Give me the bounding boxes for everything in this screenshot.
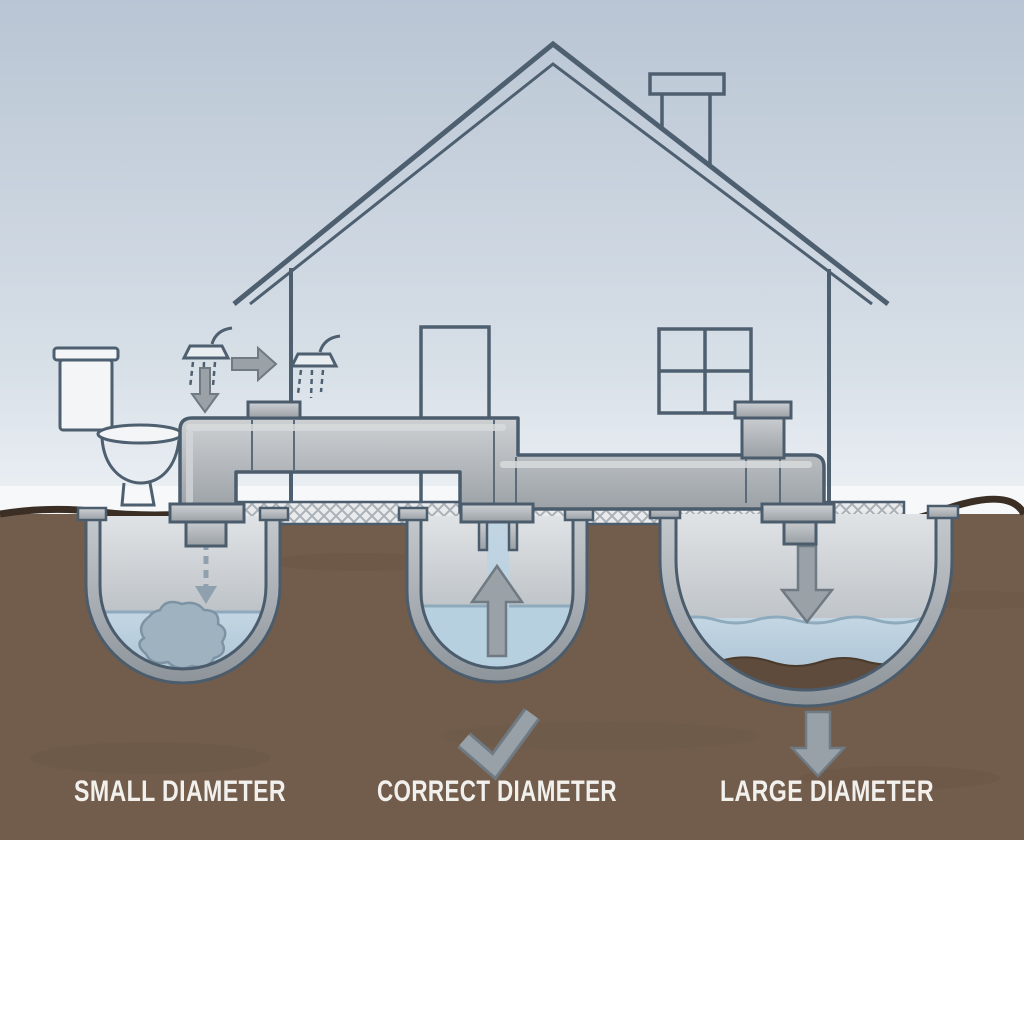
- down-arrow-icon-below: [789, 710, 847, 778]
- left-drop: [168, 502, 246, 548]
- pipe-cleanout-collar: [733, 400, 793, 420]
- checkmark-icon: [457, 708, 541, 781]
- label-small-diameter: SMALL DIAMETER: [74, 775, 286, 808]
- basin-large-diameter: [648, 504, 960, 708]
- shower-arm: [318, 334, 341, 353]
- pipe-highlight-left: [186, 430, 193, 504]
- water-surface-line: [676, 615, 936, 625]
- down-arrow-icon-inside: [779, 544, 835, 625]
- up-arrow-icon: [469, 563, 525, 658]
- toilet-tank: [58, 358, 114, 432]
- bottom-white-band: [0, 840, 1024, 1024]
- basin-wall: [405, 514, 589, 684]
- basin-rim-left: [76, 506, 108, 522]
- toilet-seat: [96, 423, 184, 445]
- right-drop: [760, 502, 836, 546]
- roof-inner-line: [249, 62, 873, 306]
- basin-correct-diameter: [397, 506, 595, 684]
- chimney: [648, 72, 726, 166]
- pipe-highlight-lower: [500, 461, 812, 468]
- chimney-body: [660, 94, 712, 166]
- shower-icon-2: [289, 334, 341, 399]
- pipe-highlight-upper: [186, 424, 506, 431]
- basin-rim-right: [926, 504, 960, 520]
- drop-stub-wall: [507, 518, 519, 552]
- sludge-blob: [138, 600, 227, 669]
- roof-outer-line: [232, 40, 890, 306]
- shower-drips: [188, 361, 217, 393]
- label-correct-diameter: CORRECT DIAMETER: [377, 775, 617, 808]
- pipe-collar-shower: [246, 400, 302, 420]
- shower-icon-1: [181, 326, 233, 393]
- shower-drips: [296, 369, 325, 399]
- window: [657, 327, 753, 415]
- drop-stub-wall: [477, 518, 489, 552]
- drop-flange: [760, 502, 836, 524]
- shower-arm: [210, 326, 233, 345]
- basin-wall: [84, 514, 282, 685]
- right-arrow-icon: [231, 345, 278, 383]
- toilet-base: [120, 482, 156, 507]
- down-arrow-icon-shower: [190, 367, 220, 414]
- basin-small-diameter: [76, 506, 290, 685]
- toilet-lid: [52, 346, 120, 362]
- drop-flange: [459, 502, 535, 524]
- main-drain-pipe: [168, 400, 836, 552]
- basin-wall: [658, 512, 954, 708]
- middle-drop: [459, 502, 535, 552]
- basin-rim-right: [258, 506, 290, 522]
- drop-flange: [168, 502, 246, 524]
- toilet-bowl: [100, 437, 181, 485]
- label-large-diameter: LARGE DIAMETER: [720, 775, 934, 808]
- pipe-cleanout-body: [740, 412, 786, 460]
- chimney-cap: [648, 72, 726, 96]
- basin-rim-left: [397, 506, 429, 522]
- down-arrow-icon-drip: [195, 586, 217, 604]
- shower-head: [289, 352, 339, 368]
- shower-head: [181, 344, 231, 360]
